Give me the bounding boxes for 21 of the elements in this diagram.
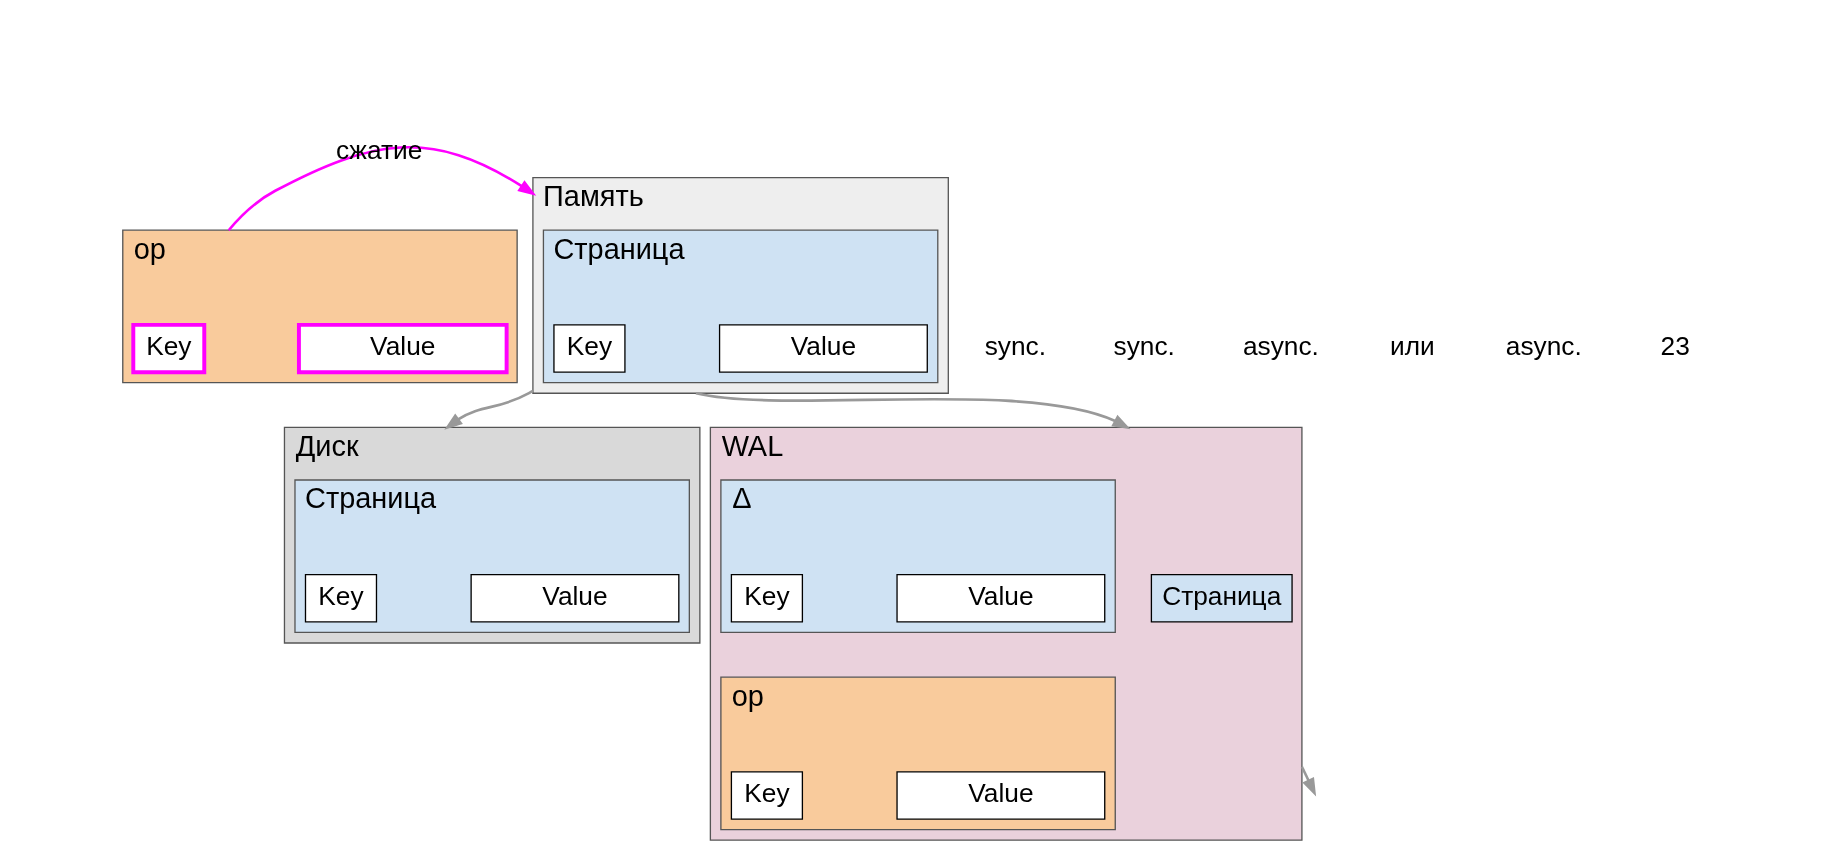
arrow bbox=[443, 389, 534, 430]
label: sync. bbox=[984, 331, 1046, 362]
arrow bbox=[1300, 766, 1316, 797]
label: или bbox=[1389, 331, 1435, 362]
node-box: Key bbox=[730, 771, 803, 820]
node-box: Key bbox=[730, 573, 803, 623]
node-box: Value bbox=[895, 771, 1105, 820]
node-box: Value bbox=[718, 324, 928, 373]
node-box: Value bbox=[296, 322, 509, 375]
arrow bbox=[695, 391, 1131, 430]
node-box: Key bbox=[130, 322, 206, 375]
arrow bbox=[227, 146, 536, 232]
node-box: Value bbox=[895, 573, 1105, 623]
label: async. bbox=[1505, 331, 1582, 362]
node-box: Страница bbox=[1150, 573, 1293, 623]
node-box: Key bbox=[552, 324, 626, 373]
node-box: Key bbox=[304, 573, 377, 623]
label: sync. bbox=[1113, 331, 1175, 362]
label: 23 bbox=[1660, 331, 1690, 362]
label: async. bbox=[1242, 331, 1319, 362]
node-box: Value bbox=[469, 573, 679, 623]
